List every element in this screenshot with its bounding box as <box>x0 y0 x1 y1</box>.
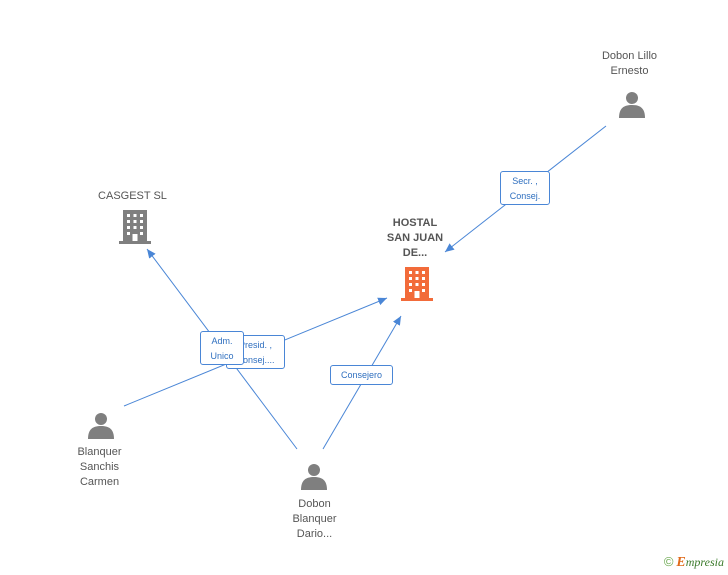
brand-name: mpresia <box>685 555 724 569</box>
building-icon[interactable] <box>119 210 151 244</box>
person-icon[interactable] <box>619 92 645 118</box>
brand-initial: E <box>676 555 686 570</box>
empresia-logo[interactable]: ©Empresia <box>664 554 724 571</box>
node-label-blanquer-sanchis[interactable]: Blanquer Sanchis Carmen <box>77 446 122 488</box>
node-label-dobon-lillo[interactable]: Dobon Lillo Ernesto <box>601 50 658 77</box>
node-label-hostal[interactable]: HOSTAL SAN JUAN DE... <box>386 217 444 259</box>
copyright-icon: © <box>663 554 674 569</box>
person-icon[interactable] <box>301 464 327 490</box>
edge-label-consejero[interactable]: Consejero <box>330 365 393 385</box>
person-icon[interactable] <box>88 413 114 439</box>
node-label-casgest[interactable]: CASGEST SL <box>98 190 167 202</box>
edge-label-adm-unico[interactable]: Adm. Unico <box>200 331 244 365</box>
node-label-dobon-blanquer[interactable]: Dobon Blanquer Dario... <box>292 498 337 540</box>
edge-label-secr-consej[interactable]: Secr. , Consej. <box>500 171 550 205</box>
building-icon[interactable] <box>401 267 433 301</box>
